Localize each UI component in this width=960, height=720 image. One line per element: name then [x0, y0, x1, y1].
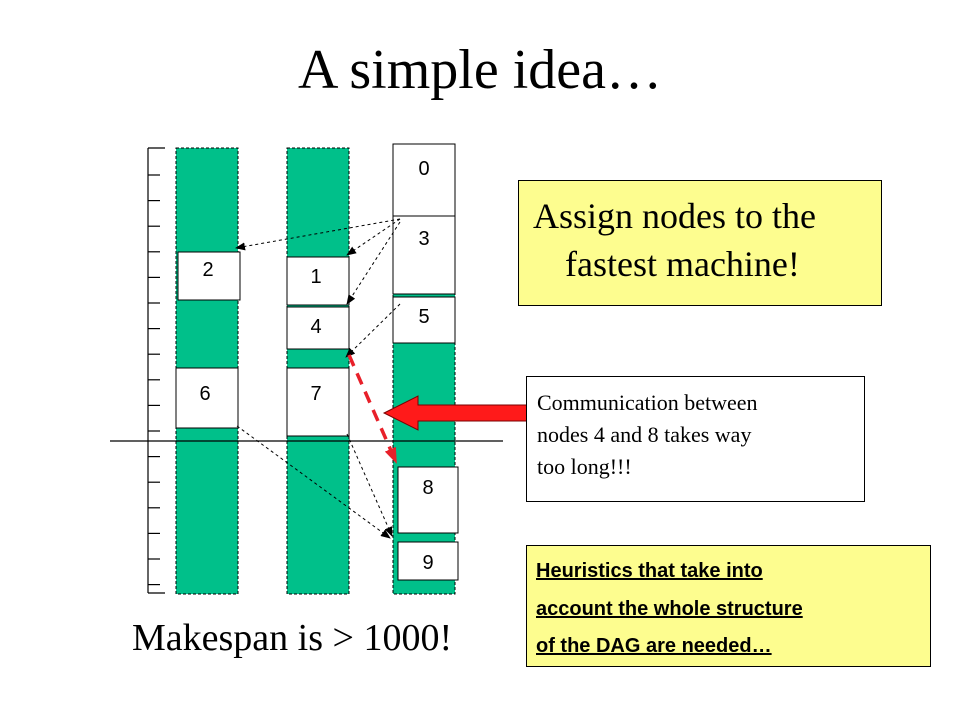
- node-label-4: 4: [310, 316, 321, 338]
- node-label-7: 7: [310, 383, 321, 405]
- node-box-4: [286, 306, 350, 350]
- node-label-6: 6: [199, 383, 210, 405]
- heuristics-line-1: Heuristics that take into: [536, 560, 763, 582]
- node-box-7: [286, 367, 350, 437]
- comm-edge-4-8: [347, 354, 398, 464]
- communication-callout: Communication between nodes 4 and 8 take…: [526, 376, 865, 502]
- task-nodes: [175, 143, 459, 581]
- node-label-9: 9: [422, 552, 433, 574]
- node-box-3: [392, 215, 456, 295]
- node-box-6: [175, 367, 239, 429]
- node-label-8: 8: [422, 477, 433, 499]
- axis-ticks: [148, 174, 160, 586]
- edge-3-4: [346, 221, 401, 305]
- node-box-0: [392, 143, 456, 217]
- node-box-5: [392, 296, 456, 344]
- edge-7-9: [346, 433, 393, 537]
- slide-title: A simple idea…: [298, 39, 662, 101]
- edge-5-4b: [345, 303, 401, 358]
- edge-3-2: [235, 218, 401, 251]
- node-label-1: 1: [310, 266, 321, 288]
- assign-line-1: Assign nodes to the: [533, 196, 816, 236]
- node-label-0: 0: [418, 158, 429, 180]
- makespan-label: Makespan is > 1000!: [132, 617, 453, 659]
- node-label-3: 3: [418, 228, 429, 250]
- comm-line-2: nodes 4 and 8 takes way: [537, 422, 752, 447]
- heuristics-callout: Heuristics that take into account the wh…: [526, 545, 931, 667]
- red-pointer-arrow: [382, 395, 529, 431]
- edge-6-9: [236, 425, 391, 539]
- node-label-5: 5: [418, 306, 429, 328]
- comm-line-3: too long!!!: [537, 454, 632, 479]
- edge-3-1: [346, 218, 401, 256]
- dependency-edges: [235, 218, 401, 539]
- node-box-8: [397, 466, 459, 534]
- node-box-1: [286, 256, 350, 306]
- node-box-2: [177, 251, 241, 301]
- assign-line-2: fastest machine!: [565, 244, 800, 284]
- heuristics-line-2: account the whole structure: [536, 598, 803, 620]
- node-box-9: [397, 541, 459, 581]
- heuristics-line-3: of the DAG are needed…: [536, 635, 772, 657]
- assign-callout: Assign nodes to the fastest machine!: [518, 180, 882, 306]
- time-axis: [147, 147, 165, 594]
- node-label-2: 2: [202, 259, 213, 281]
- comm-line-1: Communication between: [537, 390, 758, 415]
